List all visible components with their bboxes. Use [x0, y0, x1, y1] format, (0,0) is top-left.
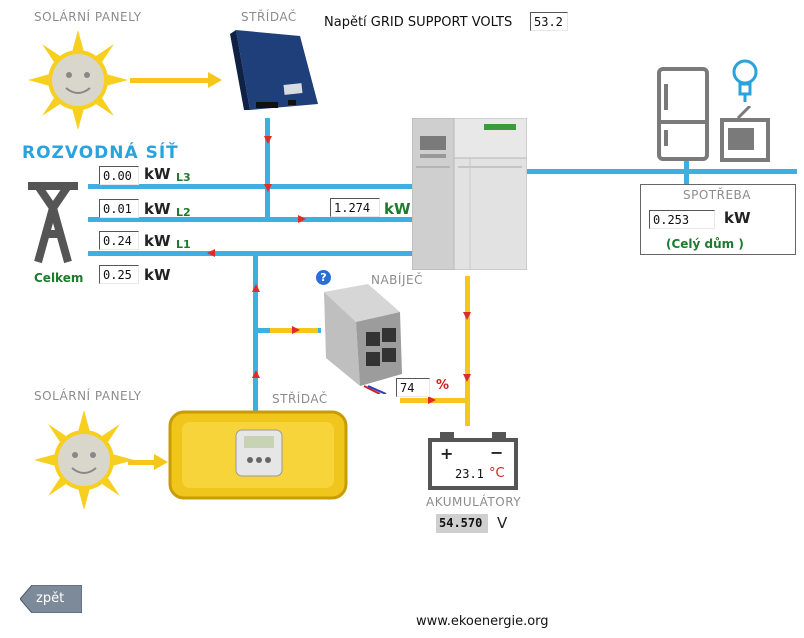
grid-line-l1 — [88, 251, 414, 256]
solar-panels-top-label: SOLÁRNÍ PANELY — [34, 10, 142, 24]
flow-arrow-icon — [298, 215, 306, 223]
grid-l3-phase: L3 — [176, 171, 191, 184]
sun-icon — [34, 410, 134, 510]
grid-line-l3 — [88, 184, 414, 189]
grid-l2-value: 0.01 — [99, 199, 139, 218]
flow-arrow-icon — [463, 312, 471, 320]
flow-arrow-icon — [252, 370, 260, 378]
flow-arrow-icon — [252, 284, 260, 292]
sun-bottom-arrow-icon — [154, 454, 168, 470]
grid-l2-phase: L2 — [176, 206, 191, 219]
sun-icon — [28, 30, 128, 130]
battery-plus: + — [440, 444, 454, 463]
grid-support-label: Napětí GRID SUPPORT VOLTS — [324, 15, 513, 30]
charger-percent-unit: % — [436, 378, 450, 393]
grid-total-value: 0.25 — [99, 265, 139, 284]
flow-arrow-icon — [264, 184, 272, 192]
power-pylon-icon — [24, 178, 82, 268]
grid-l1-unit: kW — [144, 232, 171, 250]
consumption-value: 0.253 — [649, 210, 715, 229]
grid-total-label: Celkem — [34, 271, 84, 285]
grid-l3-unit: kW — [144, 165, 171, 183]
inverter-bottom-label: STŘÍDAČ — [272, 392, 328, 406]
consumption-drop-line — [684, 160, 689, 185]
main-inverter-value: 1.274 — [330, 198, 380, 217]
sun-top-arrow-icon — [208, 72, 222, 88]
lightbulb-icon — [730, 58, 760, 102]
battery-icon — [428, 432, 518, 490]
inverter-top-image — [226, 26, 322, 112]
charger-help-icon[interactable]: ? — [316, 270, 331, 285]
back-button-label[interactable]: zpět — [36, 591, 65, 606]
grid-line-l2 — [88, 217, 414, 222]
battery-temperature-unit: °C — [489, 466, 505, 481]
grid-total-unit: kW — [144, 266, 171, 284]
battery-voltage-value: 54.570 — [436, 514, 488, 533]
flow-arrow-icon — [207, 249, 215, 257]
main-inverter-unit: kW — [384, 200, 411, 218]
sun-bottom-arrow-line — [128, 460, 156, 465]
grid-support-value: 53.2 — [530, 12, 568, 31]
flow-arrow-icon — [428, 396, 436, 404]
inverter-bottom-image — [166, 408, 350, 502]
footer-url[interactable]: www.ekoenergie.org — [416, 614, 549, 629]
flow-arrow-icon — [463, 374, 471, 382]
battery-temperature-value: 23.1 — [455, 467, 484, 481]
grid-title: ROZVODNÁ SÍŤ — [22, 143, 179, 163]
back-button[interactable]: zpět — [20, 585, 82, 613]
battery-label: AKUMULÁTORY — [426, 495, 522, 509]
battery-voltage-unit: V — [497, 514, 508, 532]
consumption-label: SPOTŘEBA — [683, 188, 751, 202]
grid-l1-phase: L1 — [176, 238, 191, 251]
solar-panels-bottom-label: SOLÁRNÍ PANELY — [34, 389, 142, 403]
charger-label: NABÍJEČ — [371, 273, 423, 287]
inverter-top-label: STŘÍDAČ — [241, 10, 297, 24]
charger-image — [320, 282, 404, 395]
grid-l2-unit: kW — [144, 200, 171, 218]
fridge-icon — [656, 66, 710, 162]
tv-icon — [720, 104, 770, 162]
flow-arrow-icon — [264, 136, 272, 144]
battery-minus: − — [490, 443, 504, 462]
consumption-unit: kW — [724, 209, 751, 227]
grid-l1-value: 0.24 — [99, 231, 139, 250]
consumption-line — [527, 169, 797, 174]
consumption-note: (Celý dům ) — [666, 237, 744, 251]
battery-vertical-line — [465, 276, 470, 426]
grid-l3-value: 0.00 — [99, 166, 139, 185]
sun-top-arrow-line — [130, 78, 210, 83]
main-inverter-image — [411, 117, 528, 271]
charger-percent-value: 74 — [396, 378, 430, 397]
flow-arrow-icon — [292, 326, 300, 334]
inverter-top-drop-line — [265, 118, 270, 218]
